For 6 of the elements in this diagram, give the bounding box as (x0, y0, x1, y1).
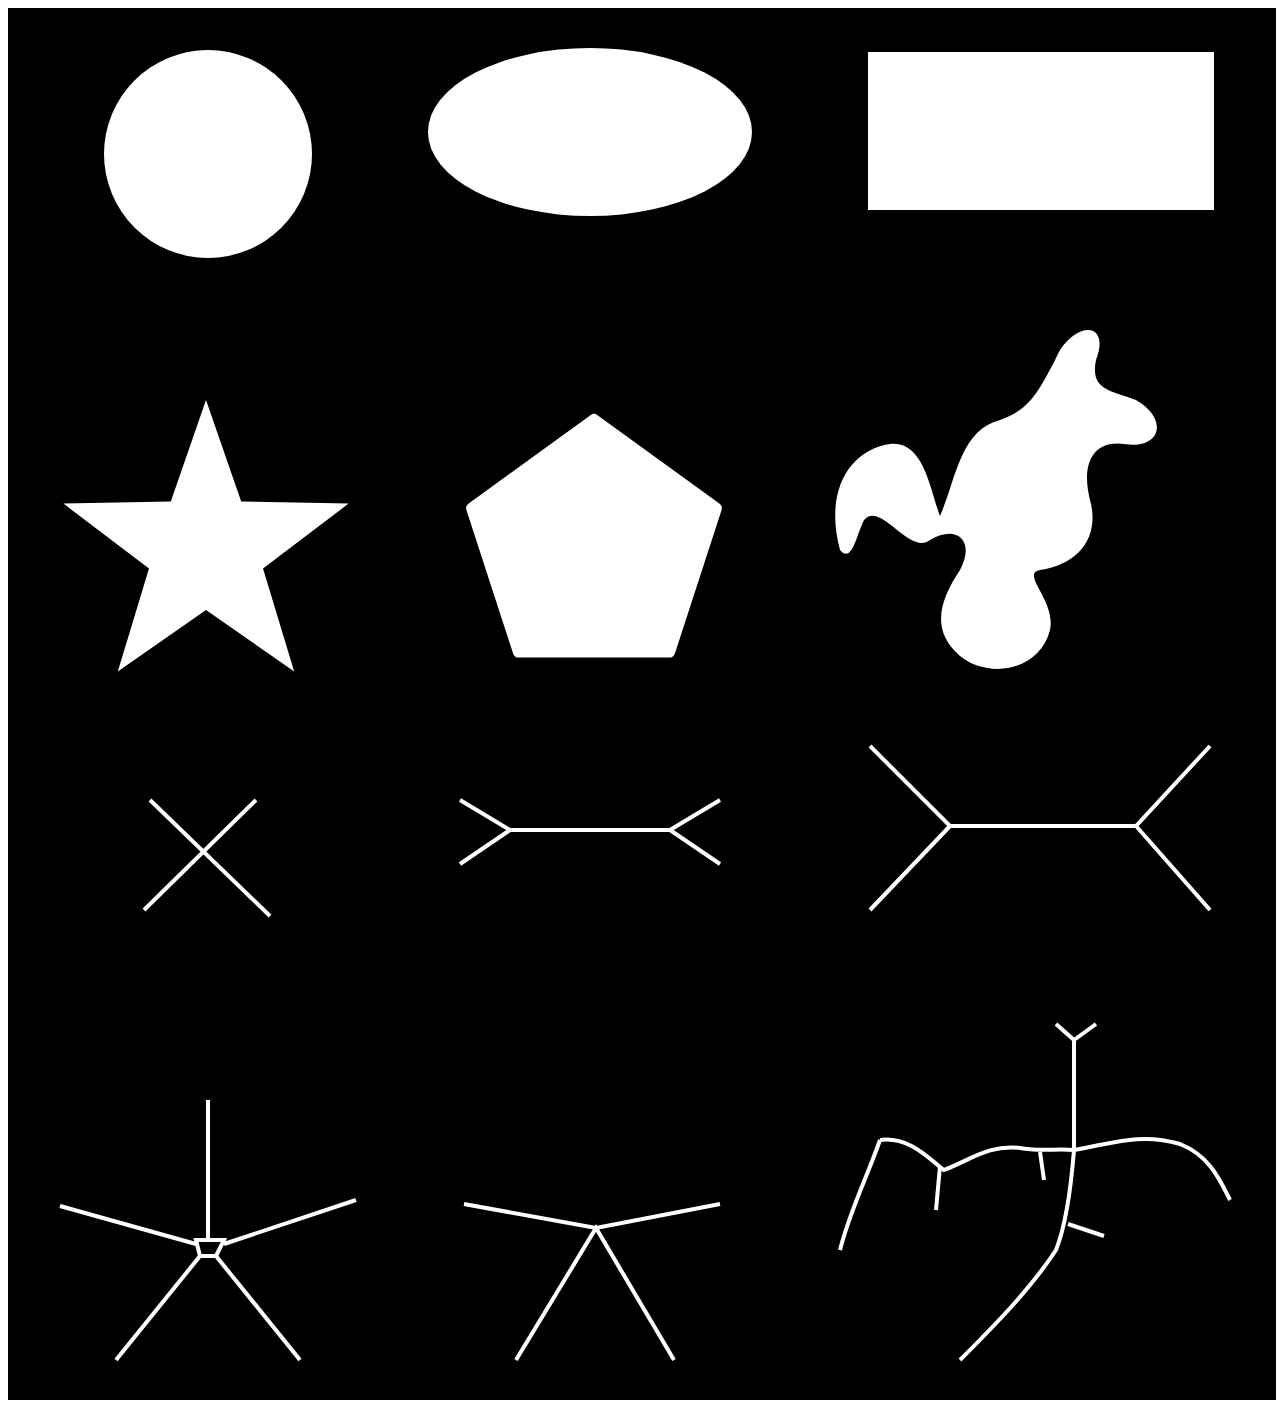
blob-shape (835, 330, 1157, 669)
box-shape (868, 52, 1214, 210)
ellipse-shape (428, 48, 752, 216)
star-shape (63, 400, 349, 672)
pentagon-shape (466, 414, 722, 658)
circle-shape (104, 50, 312, 258)
